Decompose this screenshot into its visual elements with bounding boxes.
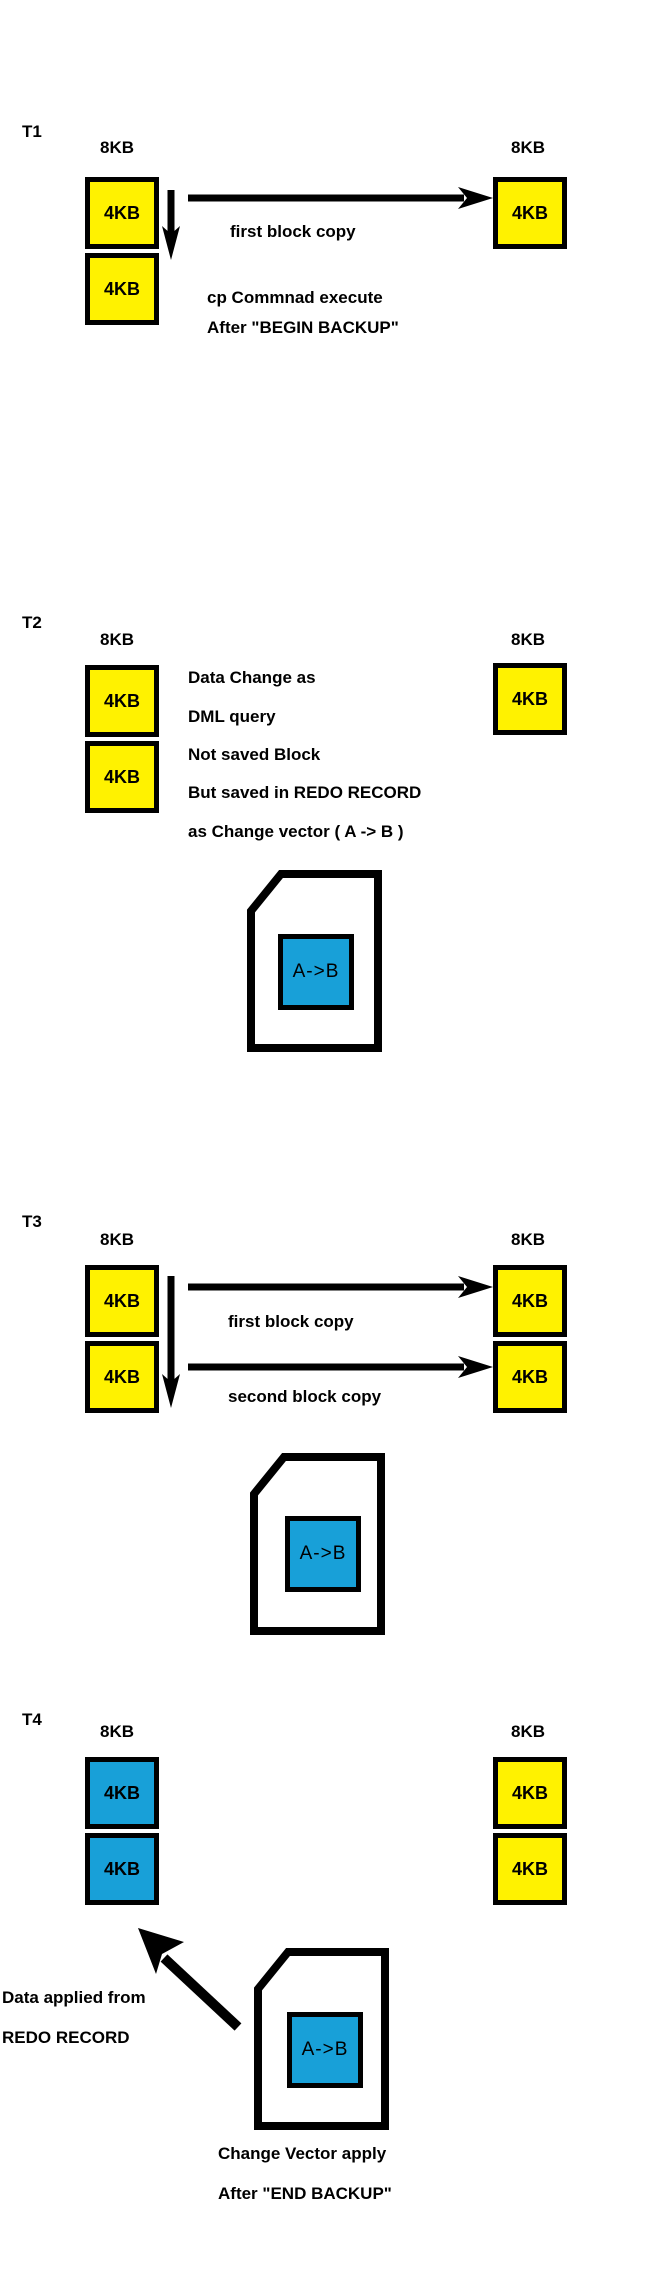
block-4kb-label: 4KB: [511, 202, 548, 223]
t4-note-2: REDO RECORD: [2, 2028, 130, 2047]
t4-change-vector-box: A->B: [287, 2012, 363, 2088]
t3-arrow1-label: first block copy: [228, 1312, 354, 1331]
block-4kb-label: 4KB: [511, 1366, 548, 1387]
block-4kb-label: 4KB: [103, 278, 140, 299]
t2-note-3: Not saved Block: [188, 745, 321, 764]
first-copy-arrow-icon: [188, 1276, 493, 1298]
t4-source-8kb-label: 8KB: [100, 1722, 135, 1741]
apply-arrow-icon: [138, 1928, 242, 2031]
t4-target-8kb-label: 8KB: [511, 1722, 546, 1741]
t1-arrow-label: first block copy: [230, 222, 356, 241]
block-4kb-label: 4KB: [103, 1290, 140, 1311]
t4-target-4kb-block-1: 4KB: [493, 1757, 567, 1829]
t2-note-2: DML query: [188, 707, 276, 726]
t2-note-1: Data Change as: [188, 668, 316, 687]
t3-title: T3: [22, 1212, 42, 1231]
t4-title: T4: [22, 1710, 42, 1729]
t3-source-4kb-block-2: 4KB: [85, 1341, 159, 1413]
t2-source-8kb-label: 8KB: [100, 630, 135, 649]
change-vector-label: A->B: [301, 2039, 349, 2060]
t2-note-5: as Change vector ( A -> B ): [188, 822, 404, 841]
block-4kb-label: 4KB: [103, 1858, 140, 1879]
t3-source-8kb-label: 8KB: [100, 1230, 135, 1249]
t2-source-4kb-block-1: 4KB: [85, 665, 159, 737]
t1-title: T1: [22, 122, 42, 141]
t4-source-4kb-block-2: 4KB: [85, 1833, 159, 1905]
block-4kb-label: 4KB: [103, 766, 140, 787]
t3-target-4kb-block-1: 4KB: [493, 1265, 567, 1337]
change-vector-label: A->B: [292, 961, 340, 982]
t1-target-4kb-block-1: 4KB: [493, 177, 567, 249]
t1-source-4kb-block-1: 4KB: [85, 177, 159, 249]
block-4kb-label: 4KB: [103, 1366, 140, 1387]
t2-title: T2: [22, 613, 42, 632]
t2-target-4kb-block-1: 4KB: [493, 663, 567, 735]
t1-target-8kb-label: 8KB: [511, 138, 546, 157]
t2-target-8kb-label: 8KB: [511, 630, 546, 649]
block-4kb-label: 4KB: [511, 1858, 548, 1879]
t2-source-4kb-block-2: 4KB: [85, 741, 159, 813]
block-4kb-label: 4KB: [103, 202, 140, 223]
t1-source-8kb-label: 8KB: [100, 138, 135, 157]
second-copy-arrow-icon: [188, 1356, 493, 1378]
t4-target-4kb-block-2: 4KB: [493, 1833, 567, 1905]
change-vector-label: A->B: [299, 1543, 347, 1564]
t4-source-4kb-block-1: 4KB: [85, 1757, 159, 1829]
t3-arrow2-label: second block copy: [228, 1387, 382, 1406]
block-4kb-label: 4KB: [103, 1782, 140, 1803]
block-4kb-label: 4KB: [511, 1782, 548, 1803]
first-copy-arrow-icon: [188, 187, 493, 209]
t3-change-vector-box: A->B: [285, 1516, 361, 1592]
block-4kb-label: 4KB: [511, 1290, 548, 1311]
t4-caption-2: After "END BACKUP": [218, 2184, 392, 2203]
t2-note-4: But saved in REDO RECORD: [188, 783, 422, 802]
t4-note-1: Data applied from: [2, 1988, 146, 2007]
t1-note-2: After "BEGIN BACKUP": [207, 318, 399, 337]
t2-change-vector-box: A->B: [278, 934, 354, 1010]
down-arrow-icon: [162, 1276, 180, 1408]
block-4kb-label: 4KB: [511, 688, 548, 709]
block-4kb-label: 4KB: [103, 690, 140, 711]
down-arrow-icon: [162, 190, 180, 260]
t3-target-4kb-block-2: 4KB: [493, 1341, 567, 1413]
t1-note-1: cp Commnad execute: [207, 288, 383, 307]
t4-caption-1: Change Vector apply: [218, 2144, 387, 2163]
t3-source-4kb-block-1: 4KB: [85, 1265, 159, 1337]
t1-source-4kb-block-2: 4KB: [85, 253, 159, 325]
t3-target-8kb-label: 8KB: [511, 1230, 546, 1249]
